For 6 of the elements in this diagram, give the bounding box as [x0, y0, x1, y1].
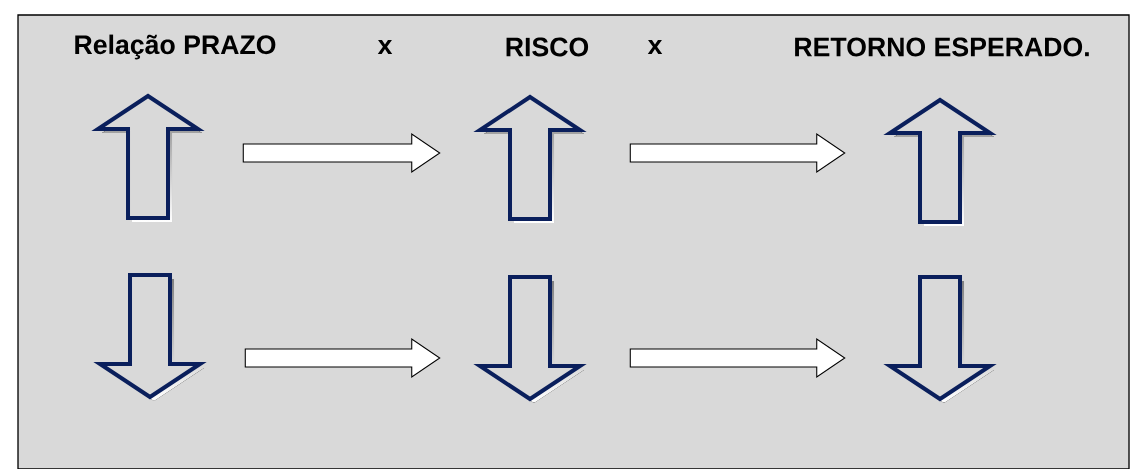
heading-text: x	[377, 39, 393, 55]
block-arrow	[244, 338, 441, 378]
block-arrow	[629, 133, 846, 173]
heading-text: x	[647, 39, 663, 55]
block-arrow	[242, 133, 441, 173]
block-arrow	[629, 338, 846, 378]
